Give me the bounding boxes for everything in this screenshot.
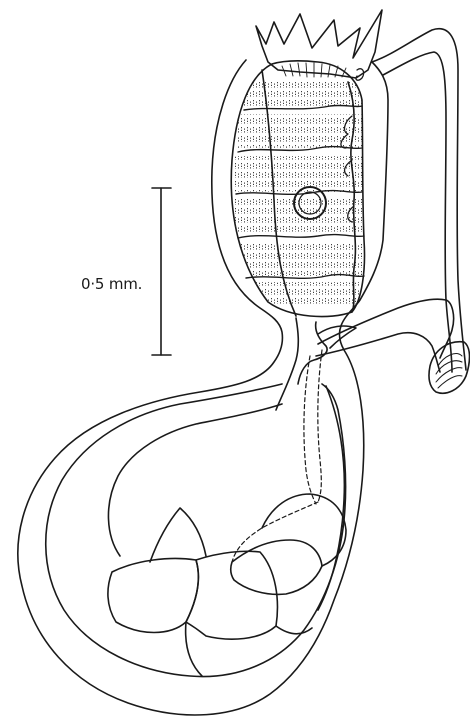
scale-bar	[152, 188, 171, 355]
stomach-chambers	[108, 508, 322, 676]
scale-bar-label: 0·5 mm.	[81, 275, 142, 293]
intestine-dashed-2	[304, 356, 316, 504]
atrial-siphon-inner	[383, 52, 452, 372]
atrial-siphon	[372, 29, 466, 370]
oral-crown	[256, 10, 382, 78]
duct-tube-lower	[316, 333, 440, 372]
oesophagus-left	[276, 318, 298, 410]
intestine-dashed	[318, 350, 322, 502]
pericardium	[262, 494, 346, 566]
gut-loop-inner	[108, 404, 282, 556]
